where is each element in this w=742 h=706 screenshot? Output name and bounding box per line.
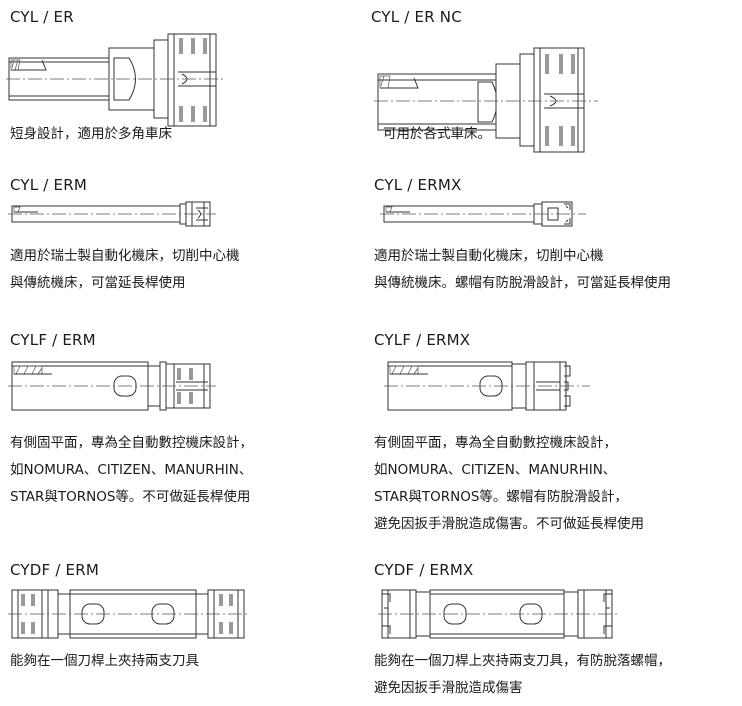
desc-line: 與傳統機床，可當延長桿使用 <box>10 275 186 291</box>
desc-line: 有側固平面，專為全自動數控機床設計， <box>374 435 617 451</box>
drawing-cyl-ermx <box>380 201 586 227</box>
drawing-cyl-erm <box>8 201 216 227</box>
drawing-cylf-erm <box>8 361 216 411</box>
desc-line: 適用於瑞士製自動化機床，切削中心機 <box>374 248 604 264</box>
desc-line: 適用於瑞士製自動化機床，切削中心機 <box>10 248 240 264</box>
drawing-cydf-erm <box>8 589 248 639</box>
desc-line: 能夠在一個刀桿上夾持兩支刀具 <box>10 653 199 669</box>
desc-line: 有側固平面，專為全自動數控機床設計， <box>10 435 253 451</box>
drawing-cydf-ermx <box>378 589 618 639</box>
drawing-cyl-er-nc <box>374 47 598 153</box>
desc-line: 短身設計，適用於多角車床 <box>10 126 172 142</box>
desc-line: 可用於各式車床。 <box>383 126 491 142</box>
item-desc-cydf-ermx: 能夠在一個刀桿上夾持兩支刀具，有防脫落螺帽， 避免因扳手滑脫造成傷害 <box>374 648 671 702</box>
item-title-cyl-er-nc: CYL / ER NC <box>371 8 462 26</box>
desc-line: 如NOMURA、CITIZEN、MANURHIN、 <box>374 462 617 478</box>
item-desc-cylf-erm: 有側固平面，專為全自動數控機床設計， 如NOMURA、CITIZEN、MANUR… <box>10 430 253 511</box>
item-desc-cyl-er: 短身設計，適用於多角車床 <box>10 121 172 148</box>
item-title-cylf-erm: CYLF / ERM <box>10 331 96 349</box>
item-title-cydf-erm: CYDF / ERM <box>10 561 99 579</box>
desc-line: 能夠在一個刀桿上夾持兩支刀具，有防脫落螺帽， <box>374 653 671 669</box>
item-desc-cyl-er-nc: 可用於各式車床。 <box>383 121 491 148</box>
item-title-cyl-ermx: CYL / ERMX <box>374 176 462 194</box>
desc-line: 避免因扳手滑脫造成傷害。不可做延長桿使用 <box>374 516 644 532</box>
item-desc-cyl-erm: 適用於瑞士製自動化機床，切削中心機 與傳統機床，可當延長桿使用 <box>10 243 240 297</box>
desc-line: 與傳統機床。螺帽有防脫滑設計，可當延長桿使用 <box>374 275 671 291</box>
item-desc-cylf-ermx: 有側固平面，專為全自動數控機床設計， 如NOMURA、CITIZEN、MANUR… <box>374 430 644 538</box>
item-title-cyl-er: CYL / ER <box>10 8 74 26</box>
desc-line: 避免因扳手滑脫造成傷害 <box>374 680 523 696</box>
item-title-cyl-erm: CYL / ERM <box>10 176 87 194</box>
item-desc-cyl-ermx: 適用於瑞士製自動化機床，切削中心機 與傳統機床。螺帽有防脫滑設計，可當延長桿使用 <box>374 243 671 297</box>
desc-line: STAR與TORNOS等。不可做延長桿使用 <box>10 489 251 505</box>
item-title-cydf-ermx: CYDF / ERMX <box>374 561 474 579</box>
drawing-cylf-ermx <box>384 361 590 411</box>
drawing-cyl-er <box>6 33 224 127</box>
desc-line: 如NOMURA、CITIZEN、MANURHIN、 <box>10 462 253 478</box>
item-desc-cydf-erm: 能夠在一個刀桿上夾持兩支刀具 <box>10 648 199 675</box>
desc-line: STAR與TORNOS等。螺帽有防脫滑設計， <box>374 489 628 505</box>
item-title-cylf-ermx: CYLF / ERMX <box>374 331 471 349</box>
